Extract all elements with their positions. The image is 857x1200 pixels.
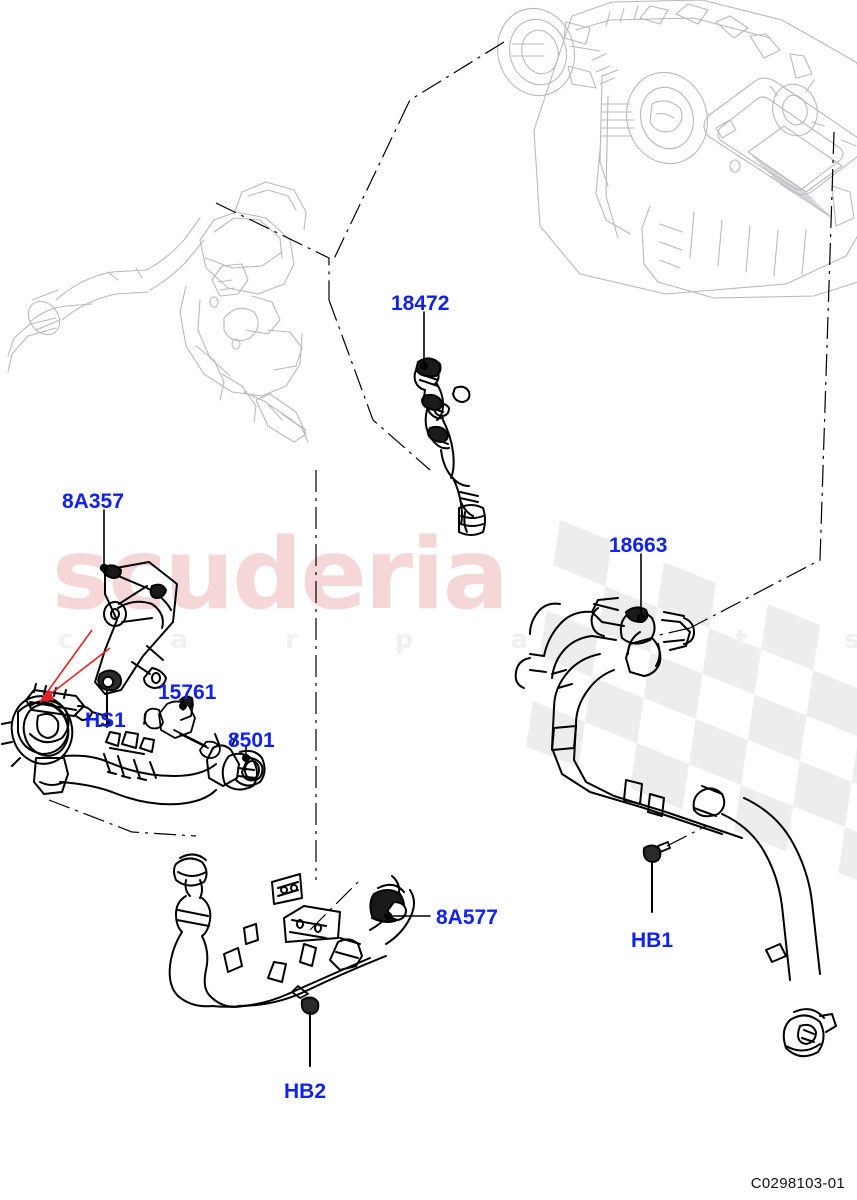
heater-hose-18472: [413, 357, 486, 536]
coolant-pump-hose-assembly: [1, 683, 217, 806]
assembly-reference-lines: [48, 41, 835, 931]
coolant-pump-assembly-ghost: [7, 181, 309, 443]
bolt-hb1: [642, 841, 671, 913]
part-label-8A577[interactable]: 8A577: [436, 906, 498, 929]
part-label-15761[interactable]: 15761: [158, 681, 217, 704]
hvac-heater-assembly-ghost: [496, 0, 857, 299]
bolt-hb2: [291, 985, 320, 1067]
part-label-hb2[interactable]: HB2: [284, 1080, 327, 1103]
part-label-8A357[interactable]: 8A357: [62, 490, 124, 513]
part-label-18663[interactable]: 18663: [609, 534, 668, 557]
hose-clamp-hs1: [97, 669, 123, 728]
part-label-8501[interactable]: 8501: [228, 729, 275, 752]
bracket-8A357: [94, 561, 178, 695]
label-leader-lines: [99, 311, 646, 921]
hose-connector-18663: [590, 597, 695, 677]
part-label-hb1[interactable]: HB1: [631, 929, 674, 952]
main-hose-assembly-right: [514, 602, 837, 1058]
part-label-18472[interactable]: 18472: [391, 292, 450, 315]
coolant-pipe-8A577: [168, 853, 415, 1008]
diagram-code: C0298103-01: [750, 1175, 845, 1192]
bracket-mounting-pointer-lines: [39, 629, 111, 703]
part-label-hs1[interactable]: HS1: [85, 709, 126, 732]
